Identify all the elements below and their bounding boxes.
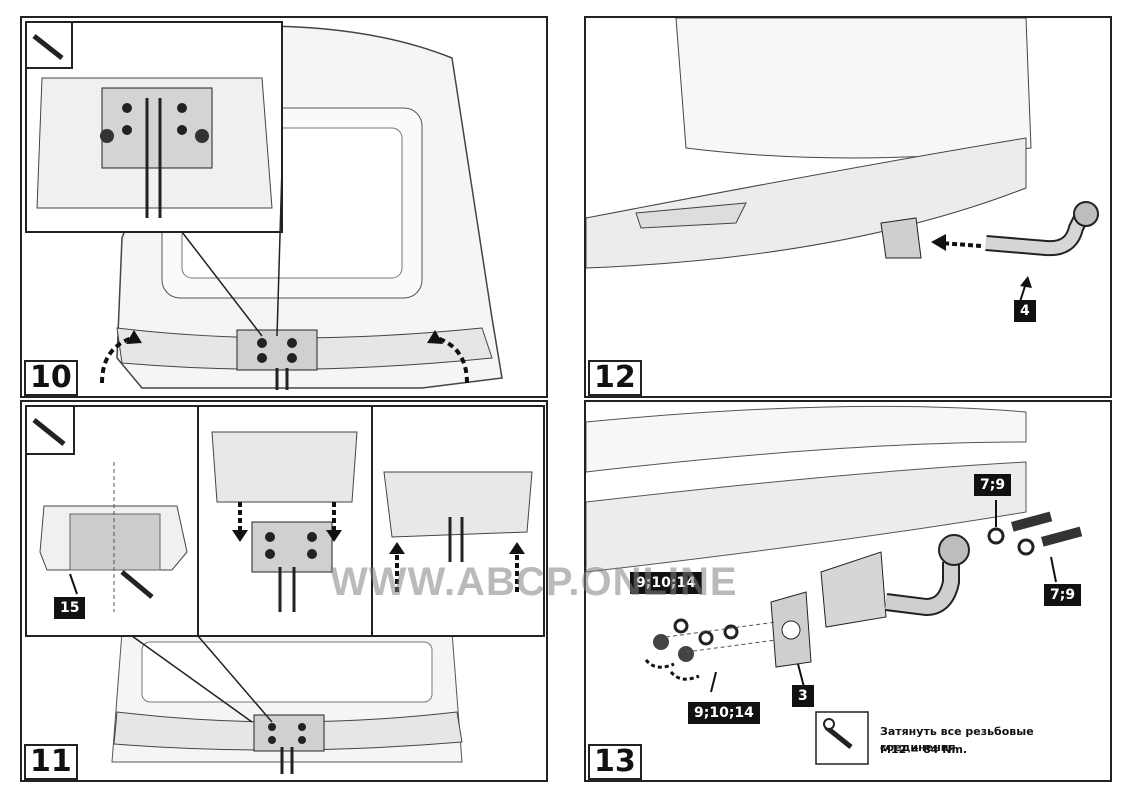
part-tag-9-10-14-bottom: 9;10;14 [688,702,760,724]
step-10-illustration [25,21,503,390]
step-11-illustration [25,405,545,774]
part-tag-7-9-right: 7;9 [1044,584,1082,606]
step-13-illustration [586,405,1083,765]
part-tag-7-9-top: 7;9 [974,474,1012,496]
panel-step-10: 10 [20,16,548,398]
part-tag-3: 3 [792,685,814,707]
step-12-illustration [586,18,1099,309]
step-number-13: 13 [588,744,642,780]
torque-note-line-1: Затянуть все резьбовые соединения [880,725,1034,754]
step-number-10: 10 [24,360,78,396]
step-number-12: 12 [588,360,642,396]
panel-step-11: 15 11 [20,400,548,782]
panel-step-12: 4 12 [584,16,1112,398]
panel-step-13: 9;10;14 9;10;14 3 7;9 7;9 Затянуть все р… [584,400,1112,782]
part-tag-9-10-14-top: 9;10;14 [630,572,702,594]
torque-note-line-2: M12 = 84 Nm. [880,743,968,756]
part-tag-4: 4 [1014,300,1036,322]
part-tag-15: 15 [54,597,86,619]
watermark-text: WWW.ABCP.ONLINE [330,560,738,604]
step-number-11: 11 [24,744,78,780]
